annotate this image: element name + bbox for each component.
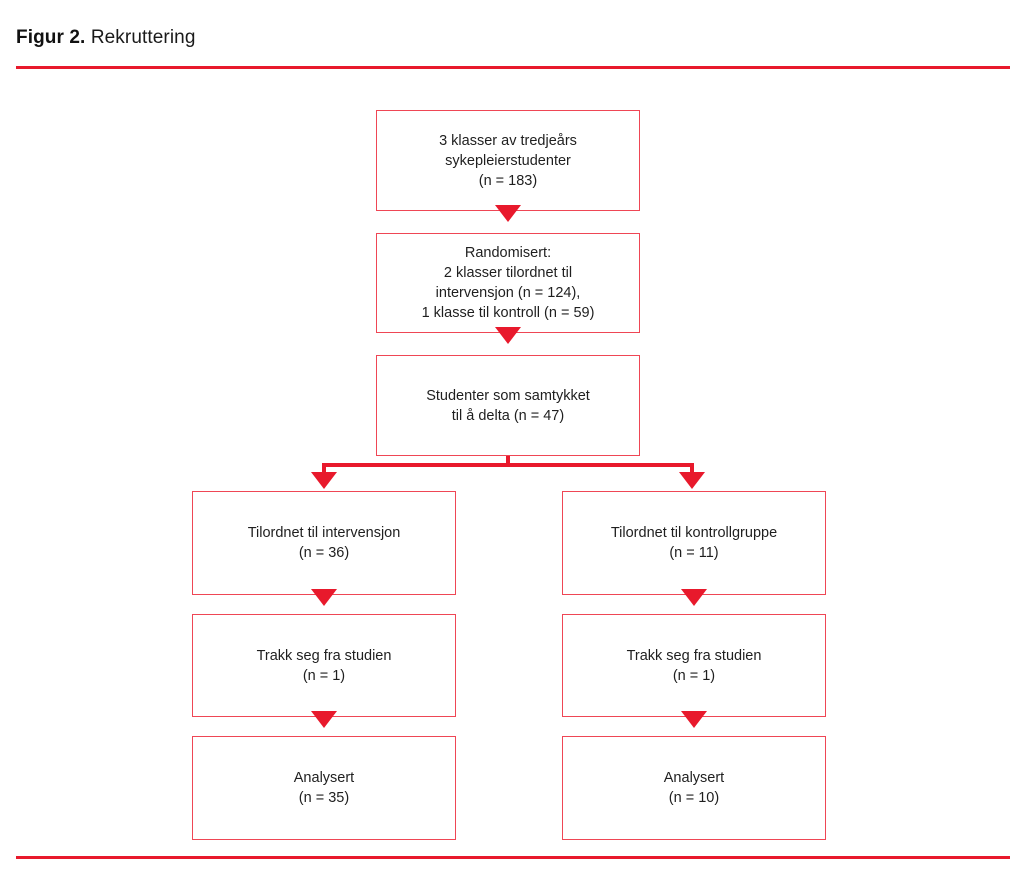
connector-split-stem	[506, 456, 510, 466]
flow-node-allocated-intervention-label: Tilordnet til intervensjon (n = 36)	[247, 525, 401, 561]
flow-node-analysed-intervention-label: Analysert (n = 35)	[293, 770, 355, 806]
arrow-down-icon-enrollment-to-randomised	[495, 205, 521, 222]
flow-node-withdrew-intervention: Trakk seg fra studien (n = 1)	[192, 614, 456, 717]
figure-label: Figur 2.	[16, 27, 86, 48]
header-divider-rule	[16, 66, 1010, 69]
flow-node-analysed-intervention: Analysert (n = 35)	[192, 736, 456, 840]
flow-node-withdrew-intervention-label: Trakk seg fra studien (n = 1)	[256, 647, 392, 684]
arrow-down-icon-consented-to-control	[679, 472, 705, 489]
arrow-down-icon-withdrew-to-analysed-control	[681, 711, 707, 728]
flow-node-allocated-control: Tilordnet til kontrollgruppe (n = 11)	[562, 491, 826, 595]
flow-node-consented: Studenter som samtykket til å delta (n =…	[376, 355, 640, 456]
flow-node-enrollment: 3 klasser av tredjeårs sykepleierstudent…	[376, 110, 640, 211]
flow-node-withdrew-control: Trakk seg fra studien (n = 1)	[562, 614, 826, 717]
flow-node-analysed-control: Analysert (n = 10)	[562, 736, 826, 840]
flow-node-analysed-control-label: Analysert (n = 10)	[663, 770, 725, 806]
arrow-down-icon-withdrew-to-analysed-intervention	[311, 711, 337, 728]
connector-split-horizontal-bar	[322, 463, 694, 467]
footer-divider-rule	[16, 856, 1010, 859]
figure-header: Figur 2. Rekruttering	[16, 26, 1010, 50]
flow-node-enrollment-label: 3 klasser av tredjeårs sykepleierstudent…	[439, 132, 577, 189]
arrow-down-icon-consented-to-intervention	[311, 472, 337, 489]
arrow-down-icon-control-to-withdrew	[681, 589, 707, 606]
arrow-down-icon-intervention-to-withdrew	[311, 589, 337, 606]
figure-title: Rekruttering	[90, 27, 196, 48]
flow-node-randomised: Randomisert: 2 klasser tilordnet til int…	[376, 233, 640, 333]
arrow-down-icon-randomised-to-consented	[495, 327, 521, 344]
flow-node-allocated-intervention: Tilordnet til intervensjon (n = 36)	[192, 491, 456, 595]
connector-split-drop-right	[690, 463, 694, 475]
flow-node-withdrew-control-label: Trakk seg fra studien (n = 1)	[626, 647, 762, 684]
connector-split-drop-left	[322, 463, 326, 475]
flow-node-randomised-label: Randomisert: 2 klasser tilordnet til int…	[421, 245, 595, 321]
flow-node-consented-label: Studenter som samtykket til å delta (n =…	[426, 387, 590, 424]
flow-node-allocated-control-label: Tilordnet til kontrollgruppe (n = 11)	[610, 525, 778, 561]
